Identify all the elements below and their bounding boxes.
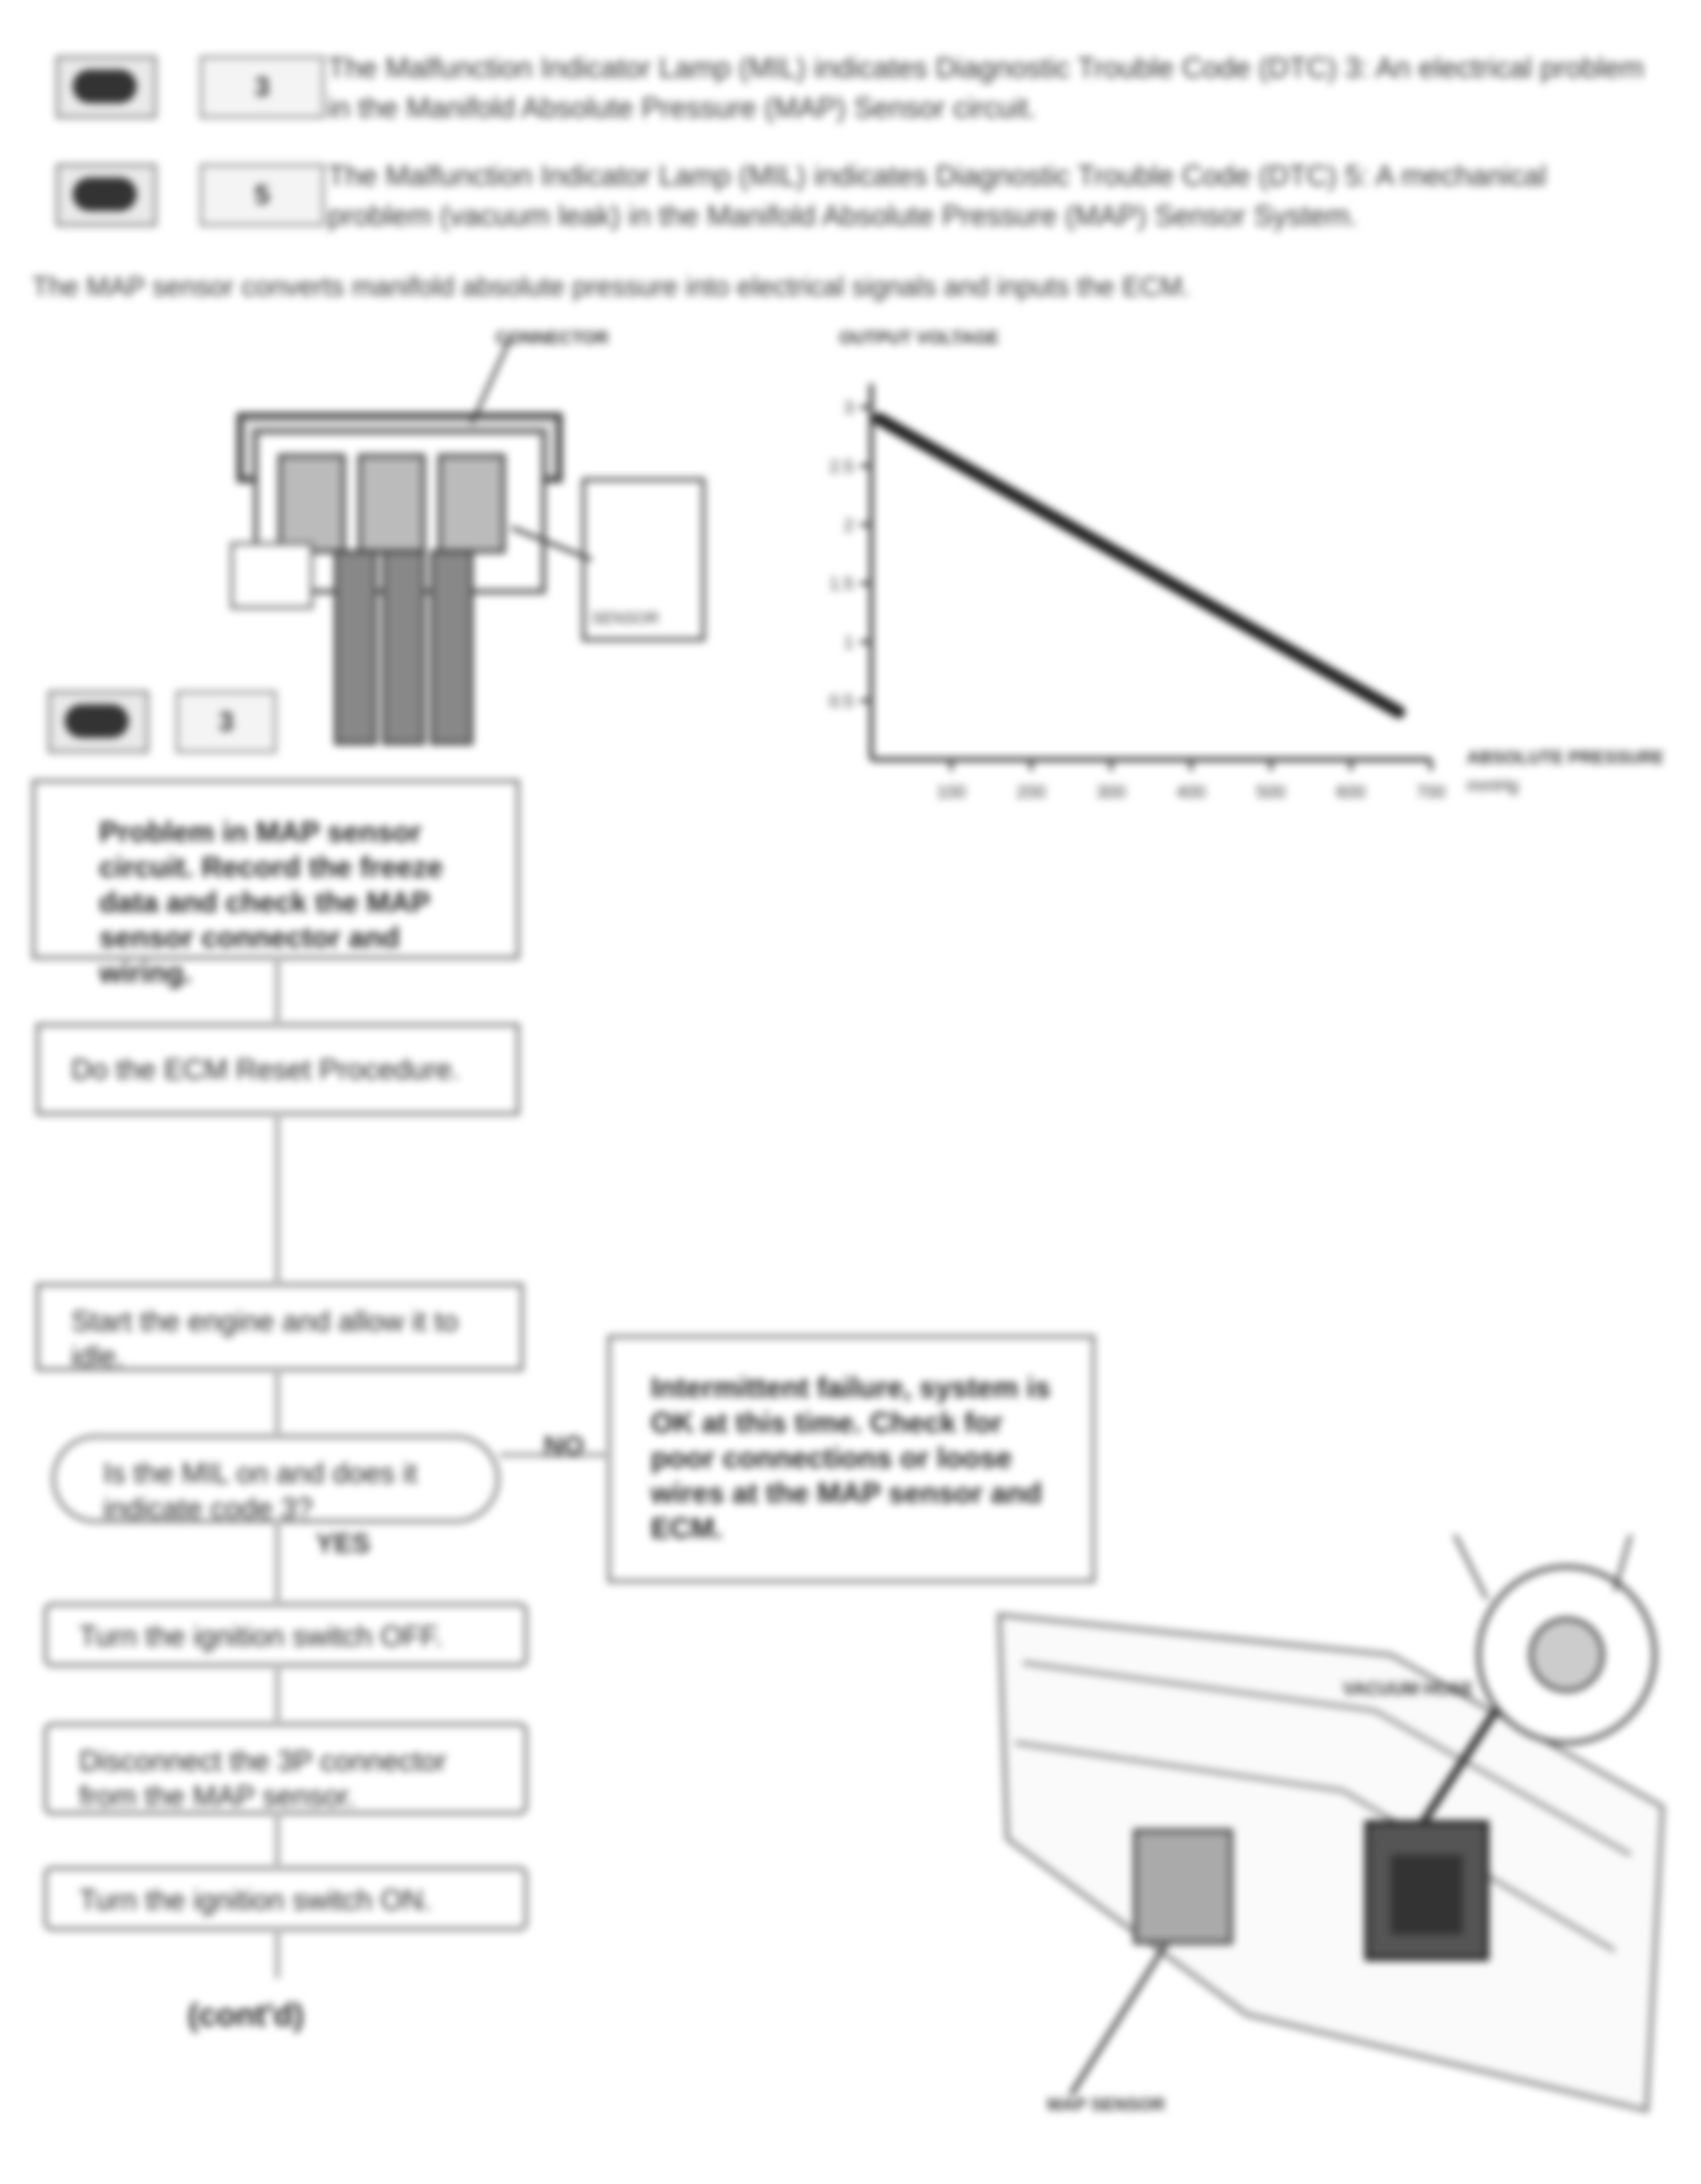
x-axis-unit: mmHg (1467, 775, 1519, 795)
x-axis-label: ABSOLUTE PRESSURE (1467, 747, 1663, 767)
y-axis-label: OUTPUT VOLTAGE (839, 328, 999, 348)
flowchart-no-box: Intermittent failure, system is OK at th… (608, 1335, 1095, 1583)
dtc-row: 3 The Malfunction Indicator Lamp (MIL) i… (48, 48, 1663, 144)
dtc-code-box: 3 (200, 56, 325, 118)
flowchart-box-4: Turn the ignition switch OFF. (44, 1603, 528, 1667)
x-tick-label: 700 (1416, 782, 1446, 802)
flowchart-box-5: Disconnect the 3P connector from the MAP… (44, 1723, 528, 1815)
flowchart-box-1: Problem in MAP sensor circuit. Record th… (32, 779, 520, 989)
yes-label: YES (316, 1528, 371, 1559)
flow-connector (276, 959, 279, 1023)
map-sensor-illustration: CONNECTOR SENSOR (230, 328, 706, 745)
flowchart-box-6: Turn the ignition switch ON. (44, 1867, 528, 1931)
flow-connector (276, 1815, 279, 1867)
x-tick-label: 100 (937, 782, 966, 802)
sensor-label: SENSOR (592, 610, 659, 628)
vacuum-hose-label: VACUUM HOSE (1343, 1679, 1473, 1699)
map-sensor-label: MAP SENSOR (1047, 2094, 1165, 2114)
continued-label: (cont'd) (188, 1998, 305, 2033)
mil-icon (56, 56, 157, 118)
flow-connector (276, 1667, 279, 1723)
dtc-code-box: 5 (200, 164, 325, 226)
dtc-row: 5 The Malfunction Indicator Lamp (MIL) i… (48, 156, 1663, 252)
mil-icon (56, 164, 157, 226)
dtc-description: The Malfunction Indicator Lamp (MIL) ind… (328, 159, 1547, 232)
output-voltage-chart: 3 2.5 2 1.5 1 0.5 100 200 300 400 500 600 700 OUTPU… (829, 328, 1663, 802)
dtc-code-box: 3 (176, 691, 277, 753)
no-label: NO (544, 1431, 584, 1461)
engine-compartment-illustration: VACUUM HOSE MAP SENSOR (997, 1534, 1665, 2114)
x-tick-label: 500 (1257, 782, 1286, 802)
x-tick-label: 200 (1017, 782, 1046, 802)
y-tick-label: 1.5 (829, 574, 854, 594)
flow-connector (276, 1371, 279, 1435)
dtc-description: The Malfunction Indicator Lamp (MIL) ind… (328, 51, 1644, 124)
intro-text: The MAP sensor converts manifold absolut… (32, 272, 1190, 302)
x-tick-label: 600 (1336, 782, 1366, 802)
flowchart-box-3: Start the engine and allow it to idle. (36, 1283, 524, 1373)
mil-icon (48, 691, 149, 753)
connector-label: CONNECTOR (496, 328, 608, 348)
x-tick-label: 400 (1177, 782, 1206, 802)
y-tick-label: 0.5 (829, 691, 854, 711)
flow-connector (276, 1931, 279, 1979)
series-line (873, 412, 1405, 719)
chart-axes (869, 384, 1431, 762)
y-tick-label: 2 (844, 515, 854, 535)
y-tick-label: 1 (844, 632, 854, 652)
y-tick-label: 2.5 (829, 456, 854, 476)
flowchart-decision: Is the MIL on and does it indicate code … (52, 1435, 500, 1524)
flow-connector (276, 1115, 279, 1283)
flow-connector (276, 1523, 279, 1603)
x-tick-label: 300 (1097, 782, 1126, 802)
flowchart-dtc-header: 3 (48, 687, 288, 759)
flow-connector-no (500, 1453, 608, 1457)
y-tick-label: 3 (844, 397, 854, 417)
flowchart-box-2: Do the ECM Reset Procedure. (36, 1023, 520, 1115)
